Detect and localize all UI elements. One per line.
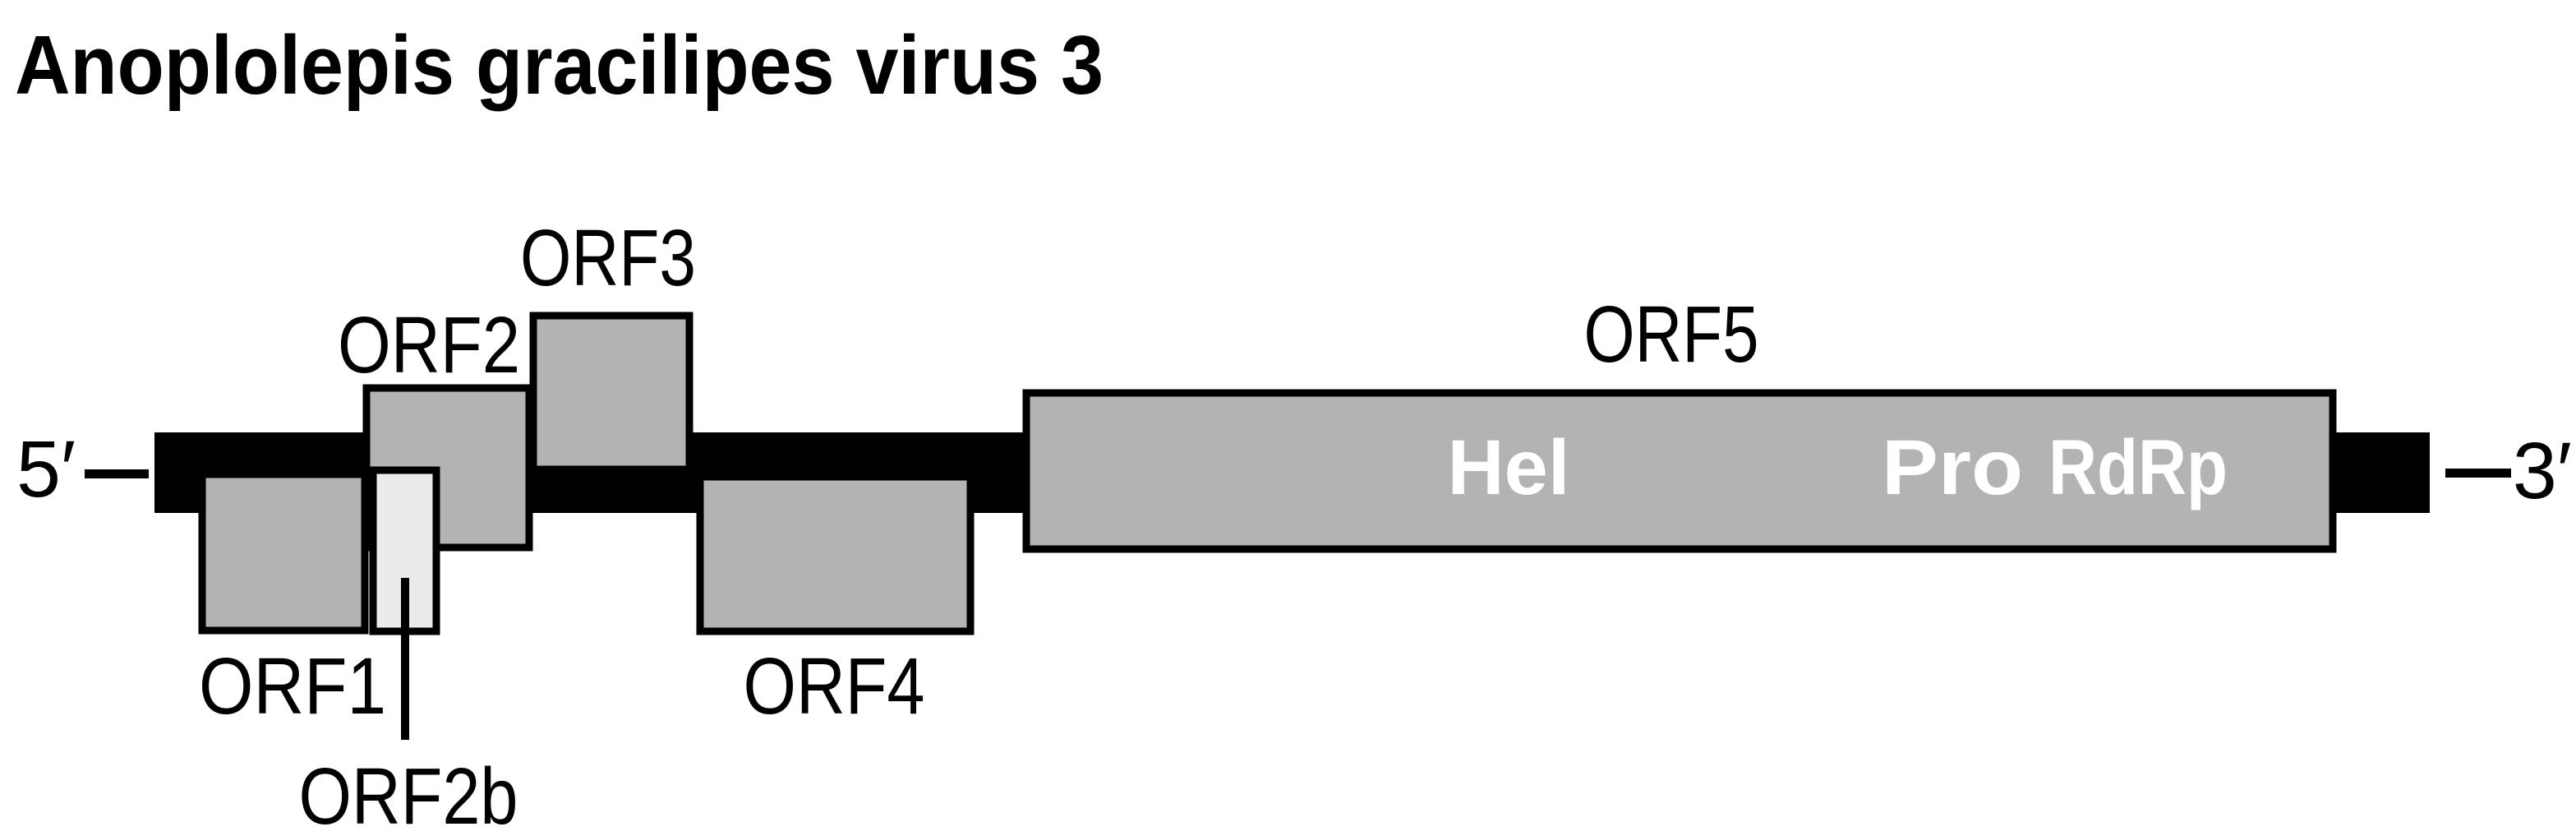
orf5-box bbox=[1022, 389, 2337, 553]
orf1-label: ORF1 bbox=[199, 641, 386, 731]
helicase-domain-label: Hel bbox=[1448, 424, 1570, 511]
orf4-box bbox=[696, 473, 975, 635]
rdrp-domain-label: RdRp bbox=[2048, 424, 2228, 511]
five-prime-label: 5′ bbox=[16, 424, 76, 514]
three-prime-label: 3′ bbox=[2513, 426, 2572, 515]
orf5-label: ORF5 bbox=[1584, 289, 1759, 379]
protease-domain-label: Pro bbox=[1882, 424, 2023, 511]
orf3-label: ORF3 bbox=[520, 213, 696, 303]
orf4-label: ORF4 bbox=[744, 641, 925, 731]
orf2b-label: ORF2b bbox=[299, 751, 518, 836]
orf2-label: ORF2 bbox=[338, 300, 520, 390]
orf3-box bbox=[529, 312, 694, 473]
figure-title: Anoplolepis gracilipes virus 3 bbox=[15, 20, 1104, 112]
three-prime-tick bbox=[2445, 469, 2511, 478]
orf1-box bbox=[198, 470, 369, 635]
five-prime-tick bbox=[85, 469, 149, 478]
